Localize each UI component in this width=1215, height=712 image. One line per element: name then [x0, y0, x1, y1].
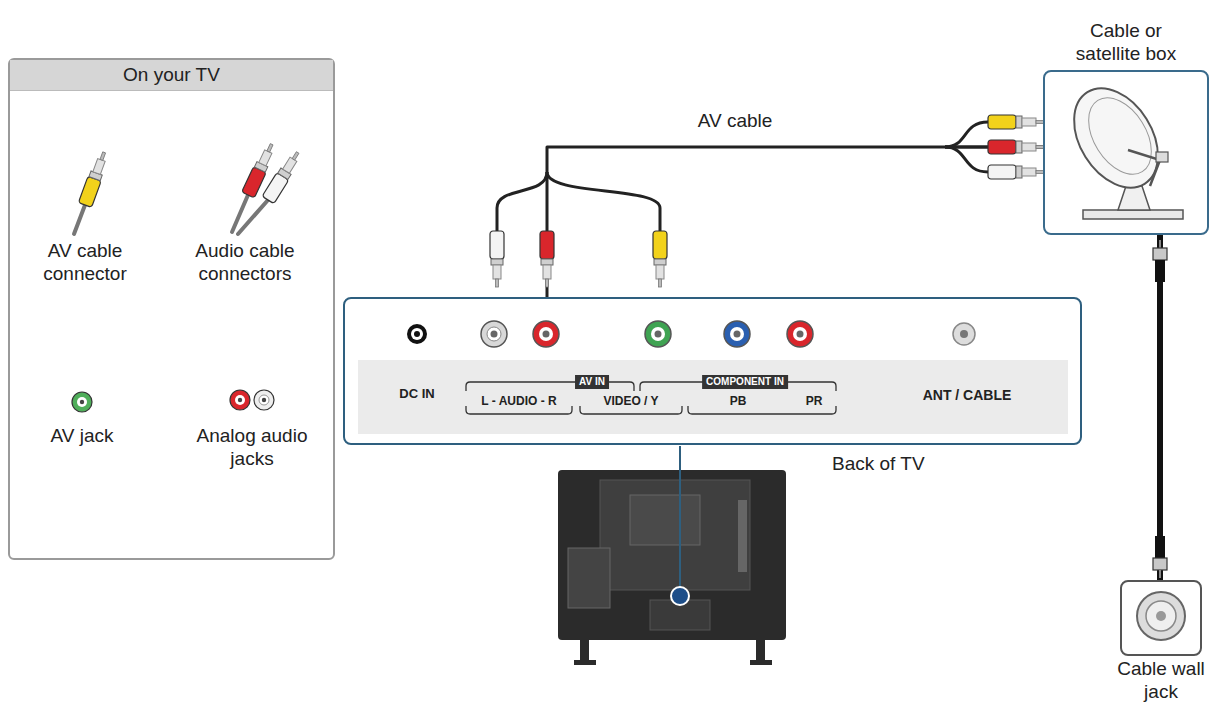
- wall-jack-plate: Cable wall jack: [1120, 580, 1202, 656]
- satellite-dish: [1057, 73, 1183, 219]
- panel-heading: On your TV: [10, 60, 333, 91]
- jack-caption: Cable wall jack: [1111, 658, 1211, 704]
- port-label: L - AUDIO - R: [481, 394, 556, 408]
- tv-rear-illustration: [558, 470, 786, 665]
- port-label: PR: [806, 394, 823, 408]
- dc-in-jack: [407, 324, 427, 344]
- video-component-jacks: [645, 321, 813, 347]
- edge-label: AV cable: [694, 110, 777, 133]
- port-label: PB: [730, 394, 747, 408]
- port-label: ANT / CABLE: [923, 387, 1012, 404]
- leader-dot: [671, 587, 689, 605]
- coax-cable: [1157, 235, 1163, 580]
- av-plugs-box: [988, 115, 1044, 179]
- wall-jack-socket: [1137, 592, 1185, 640]
- av-cable-branches: [497, 122, 988, 232]
- audio-jack-icons: [230, 390, 274, 410]
- part-label: AV cable connector: [20, 240, 150, 286]
- part-label: Analog audio jacks: [187, 425, 317, 471]
- yellow-plug-icon: [74, 150, 111, 234]
- tv-back-panel: Back of TV: [343, 297, 1082, 445]
- av-jack-icon: [72, 392, 92, 412]
- port-label: DC IN: [399, 386, 434, 402]
- leader-line: [679, 446, 681, 588]
- av-cable: [547, 147, 1043, 297]
- panel-caption: Back of TV: [832, 453, 925, 476]
- audio-plug-icons: [232, 141, 304, 234]
- tv-jack-panel: On your TV: [8, 58, 335, 560]
- av-plugs-tv: [490, 231, 667, 287]
- coax-connectors: [1153, 240, 1167, 578]
- source-box: Cable or satellite box: [1043, 70, 1209, 235]
- port-group-tag: AV IN: [575, 375, 609, 389]
- antenna-jack: [953, 323, 975, 345]
- box-heading: Cable or satellite box: [1056, 20, 1196, 66]
- part-label: Audio cable connectors: [170, 240, 320, 286]
- port-group-tag: COMPONENT IN: [702, 375, 788, 389]
- panel-band: [358, 360, 1068, 434]
- part-label: AV jack: [50, 425, 113, 448]
- audio-jacks: [481, 321, 559, 347]
- port-label: VIDEO / Y: [603, 394, 658, 408]
